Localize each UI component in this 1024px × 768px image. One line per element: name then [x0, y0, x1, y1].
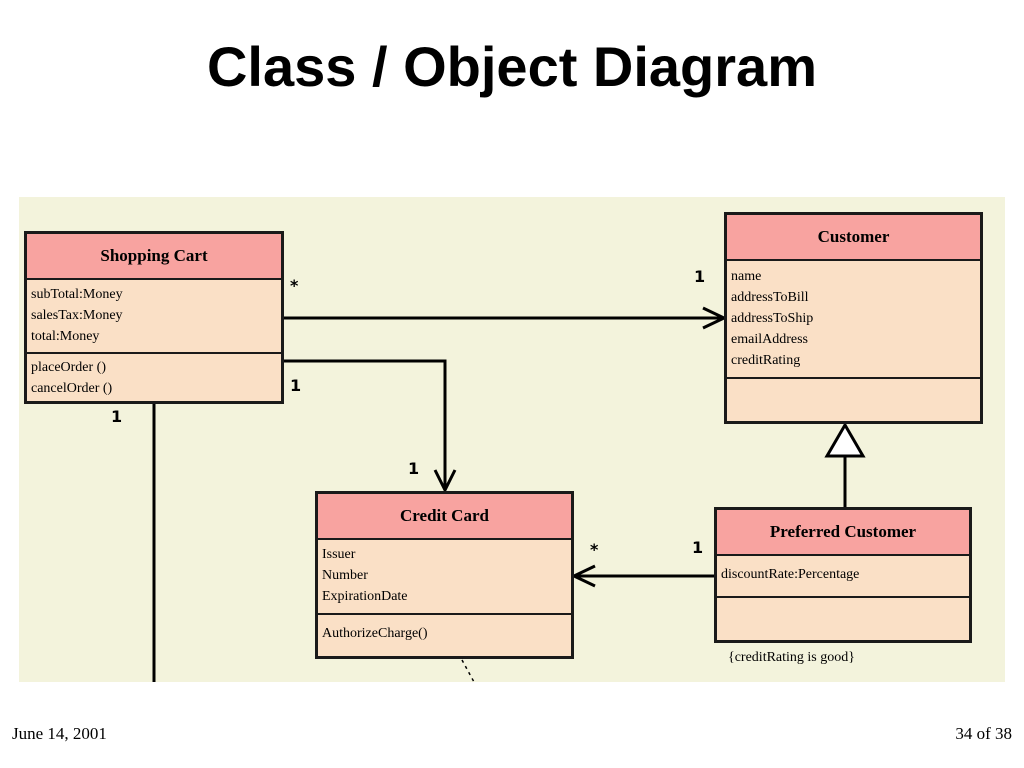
operation: placeOrder (): [31, 360, 107, 375]
attribute: subTotal:Money: [31, 287, 123, 302]
attribute: salesTax:Money: [31, 308, 123, 323]
multiplicity-cart-card-card-end: 1: [408, 459, 420, 478]
open-arrowhead-creditcard: [433, 469, 457, 494]
slide-title: Class / Object Diagram: [206, 35, 817, 98]
multiplicity-cart-customer-cart-end: *: [290, 276, 299, 295]
operation: AuthorizeCharge(): [322, 626, 428, 641]
class-shopping-cart[interactable]: Shopping Cart subTotal:Money salesTax:Mo…: [24, 231, 284, 404]
class-customer[interactable]: Customer name addressToBill addressToShi…: [724, 212, 983, 424]
attribute-list: name addressToBill addressToShip emailAd…: [727, 261, 980, 379]
operation: cancelOrder (): [31, 381, 113, 396]
operation-list: placeOrder () cancelOrder (): [27, 354, 281, 399]
attribute: Number: [322, 568, 368, 583]
operation-list: [717, 598, 969, 603]
class-name: Shopping Cart: [27, 234, 281, 280]
open-arrowhead-creditcard-side: [570, 564, 596, 588]
operation-list: AuthorizeCharge(): [318, 615, 571, 644]
footer-date: June 14, 2001: [12, 724, 107, 743]
association-cart-creditcard: [283, 359, 447, 490]
attribute: discountRate:Percentage: [721, 567, 860, 582]
class-name: Credit Card: [318, 494, 571, 540]
attribute-list: Issuer Number ExpirationDate: [318, 540, 571, 615]
attribute: ExpirationDate: [322, 589, 408, 604]
class-preferred-customer[interactable]: Preferred Customer discountRate:Percenta…: [714, 507, 972, 643]
attribute: addressToShip: [731, 311, 814, 326]
class-name: Preferred Customer: [717, 510, 969, 556]
multiplicity-preferred-card-card-end: *: [590, 540, 599, 559]
attribute-list: discountRate:Percentage: [717, 556, 969, 598]
attribute: Issuer: [322, 547, 356, 562]
operation-list: [727, 379, 980, 384]
multiplicity-cart-customer-customer-end: 1: [694, 267, 706, 286]
attribute: name: [731, 269, 762, 284]
attribute-list: subTotal:Money salesTax:Money total:Mone…: [27, 280, 281, 354]
class-credit-card[interactable]: Credit Card Issuer Number ExpirationDate…: [315, 491, 574, 659]
class-name: Customer: [727, 215, 980, 261]
dependency-dashed-line: [461, 659, 475, 683]
multiplicity-cart-card-cart-end: 1: [290, 376, 302, 395]
generalization-triangle-icon: [824, 422, 866, 458]
attribute: emailAddress: [731, 332, 808, 347]
multiplicity-preferred-card-preferred-end: 1: [692, 538, 704, 557]
attribute: creditRating: [731, 353, 801, 368]
constraint-note: {creditRating is good}: [728, 650, 855, 665]
attribute: total:Money: [31, 329, 100, 344]
footer-page-number: 34 of 38: [955, 724, 1012, 743]
multiplicity-cart-down: 1: [111, 407, 123, 426]
attribute: addressToBill: [731, 290, 809, 305]
